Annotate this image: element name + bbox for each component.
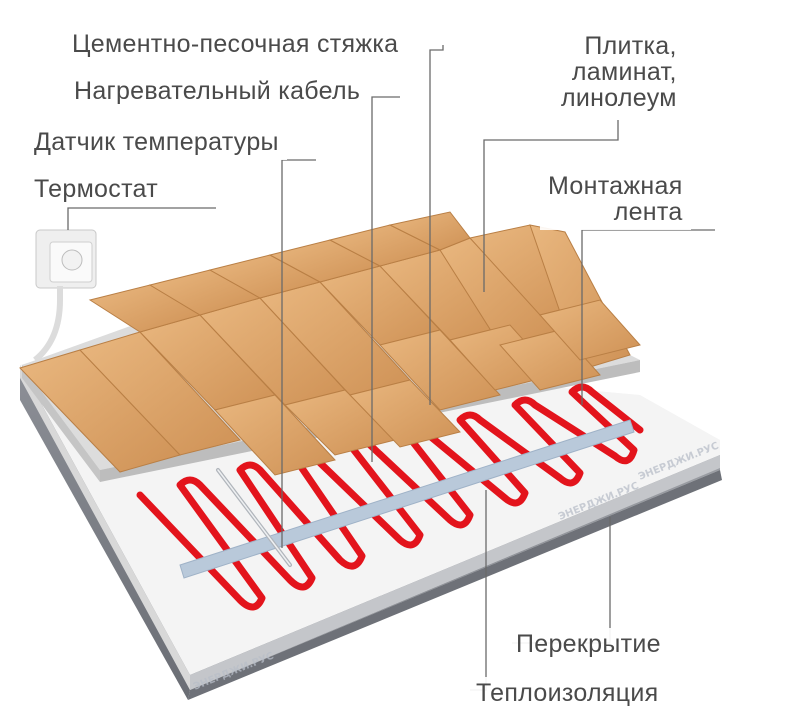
leader-sensor bbox=[281, 159, 316, 548]
floor-covering bbox=[19, 211, 641, 476]
label-screed: Цементно-песочная стяжка bbox=[64, 28, 407, 62]
leader-tape bbox=[581, 229, 715, 405]
leader-cable bbox=[371, 96, 400, 462]
label-thermostat: Термостат bbox=[26, 173, 166, 207]
label-insulation: Теплоизоляция bbox=[468, 677, 667, 711]
label-sensor: Датчик температуры bbox=[26, 126, 287, 160]
thermostat-device bbox=[33, 229, 97, 363]
label-cable: Нагревательный кабель bbox=[66, 75, 369, 109]
temperature-sensor bbox=[216, 468, 292, 567]
mounting-tape bbox=[179, 419, 635, 579]
label-covering: Плитка, ламинат, линолеум bbox=[553, 30, 685, 116]
heating-cable bbox=[136, 383, 644, 611]
leader-screed bbox=[429, 45, 444, 405]
leader-covering bbox=[483, 120, 619, 292]
leader-thermostat bbox=[67, 207, 216, 230]
label-tape: Монтажная лента bbox=[540, 170, 691, 230]
label-slab: Перекрытие bbox=[508, 628, 669, 662]
